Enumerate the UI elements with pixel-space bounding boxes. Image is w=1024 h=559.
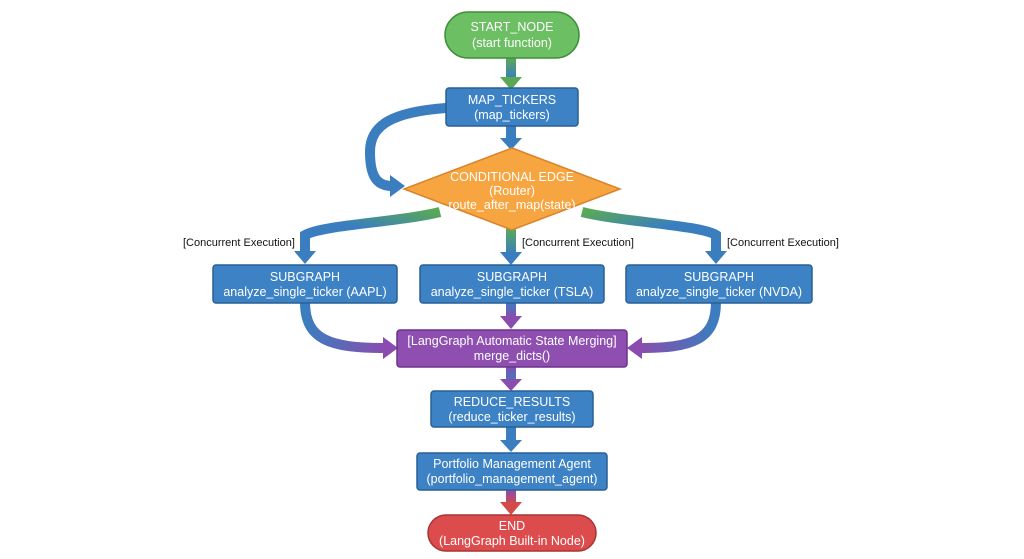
- node-conditional-function: route_after_map(state): [448, 198, 575, 212]
- node-conditional-title: CONDITIONAL EDGE: [450, 170, 574, 184]
- node-start-title: START_NODE: [471, 20, 554, 34]
- node-portfolio-agent[interactable]: Portfolio Management Agent (portfolio_ma…: [416, 452, 608, 491]
- edge-label-right: [Concurrent Execution]: [727, 237, 839, 249]
- node-end[interactable]: END (LangGraph Built-in Node): [427, 514, 597, 552]
- edge-label-left: [Concurrent Execution]: [183, 237, 295, 249]
- node-reduce-results-title: REDUCE_RESULTS: [454, 395, 570, 409]
- node-map-tickers-subtitle: (map_tickers): [474, 108, 550, 122]
- node-subgraph-nvda[interactable]: SUBGRAPH analyze_single_ticker (NVDA): [625, 264, 813, 304]
- node-end-title: END: [499, 519, 525, 533]
- node-start[interactable]: START_NODE (start function): [444, 11, 580, 59]
- node-subgraph-aapl-title: SUBGRAPH: [270, 270, 340, 284]
- node-portfolio-agent-subtitle: (portfolio_management_agent): [427, 472, 598, 486]
- node-end-subtitle: (LangGraph Built-in Node): [439, 534, 585, 548]
- edge-map-loop-to-conditional: [364, 103, 451, 197]
- edge-reduce-to-portfolio: [500, 426, 522, 452]
- node-conditional-edge[interactable]: CONDITIONAL EDGE (Router) route_after_ma…: [401, 147, 623, 231]
- node-reduce-results-subtitle: (reduce_ticker_results): [448, 410, 575, 424]
- edge-map-to-conditional: [500, 126, 522, 150]
- node-reduce-results[interactable]: REDUCE_RESULTS (reduce_ticker_results): [430, 390, 594, 428]
- node-subgraph-tsla[interactable]: SUBGRAPH analyze_single_ticker (TSLA): [419, 264, 605, 304]
- node-portfolio-agent-title: Portfolio Management Agent: [433, 457, 591, 471]
- node-subgraph-nvda-title: SUBGRAPH: [684, 270, 754, 284]
- edge-tsla-to-merge: [500, 302, 522, 329]
- edge-label-middle: [Concurrent Execution]: [522, 237, 634, 249]
- edge-start-to-map: [500, 58, 522, 90]
- edge-merge-to-reduce: [500, 366, 522, 391]
- node-state-merging[interactable]: [LangGraph Automatic State Merging] merg…: [396, 329, 628, 368]
- edge-portfolio-to-end: [500, 490, 522, 515]
- node-subgraph-tsla-subtitle: analyze_single_ticker (TSLA): [431, 285, 594, 299]
- edge-aapl-to-merge: [300, 301, 398, 359]
- edge-nvda-to-merge: [627, 301, 721, 359]
- node-state-merging-subtitle: merge_dicts(): [474, 349, 550, 363]
- node-state-merging-title: [LangGraph Automatic State Merging]: [407, 334, 616, 348]
- edge-conditional-to-aapl: [294, 207, 442, 264]
- node-map-tickers[interactable]: MAP_TICKERS (map_tickers): [445, 87, 579, 127]
- node-subgraph-aapl[interactable]: SUBGRAPH analyze_single_ticker (AAPL): [212, 264, 398, 304]
- edge-conditional-to-nvda: [580, 207, 727, 264]
- node-start-subtitle: (start function): [472, 36, 552, 50]
- node-subgraph-nvda-subtitle: analyze_single_ticker (NVDA): [636, 285, 802, 299]
- node-subgraph-tsla-title: SUBGRAPH: [477, 270, 547, 284]
- node-map-tickers-title: MAP_TICKERS: [468, 93, 556, 107]
- node-conditional-router: (Router): [489, 184, 535, 198]
- node-subgraph-aapl-subtitle: analyze_single_ticker (AAPL): [223, 285, 386, 299]
- edge-conditional-to-tsla: [500, 228, 522, 265]
